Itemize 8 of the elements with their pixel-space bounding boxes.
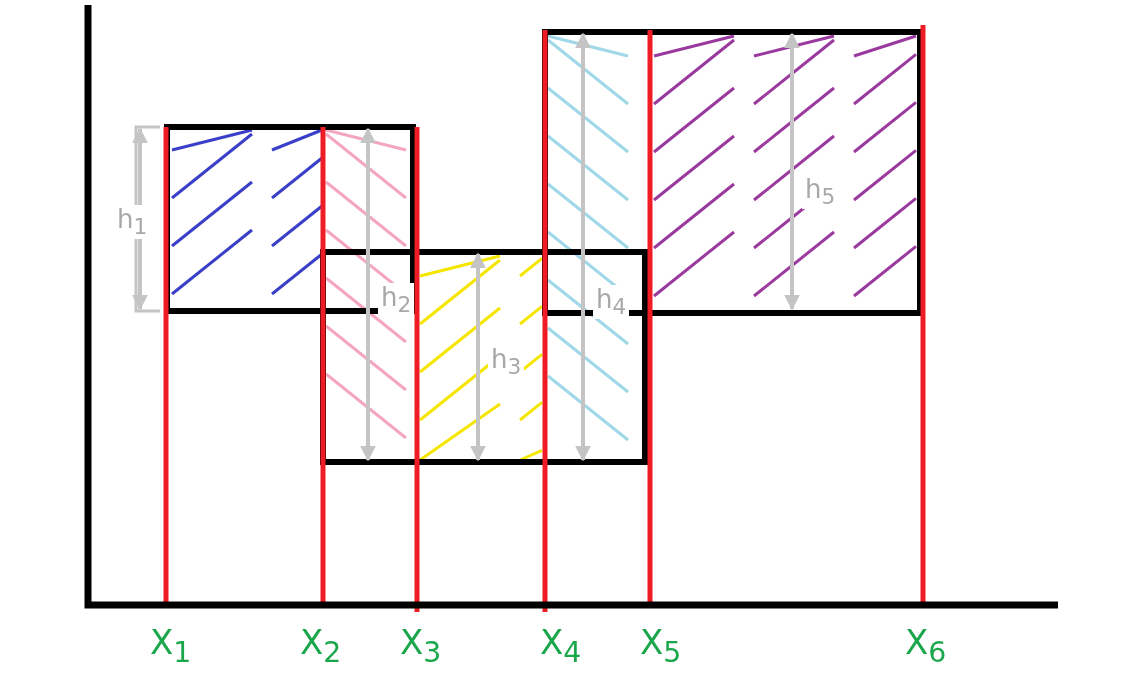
coordinate-label: X$_{5}$: [640, 625, 682, 668]
coordinate-label: X$_{3}$: [400, 625, 442, 668]
coordinate-label: X$_{4}$: [540, 625, 582, 668]
coordinate-label: X$_{2}$: [300, 625, 342, 668]
height-label: h$_{4}$: [593, 285, 630, 319]
coordinate-label: X$_{6}$: [905, 625, 947, 668]
height-label: h$_{2}$: [378, 283, 415, 317]
coordinate-label: X$_{1}$: [150, 625, 192, 668]
